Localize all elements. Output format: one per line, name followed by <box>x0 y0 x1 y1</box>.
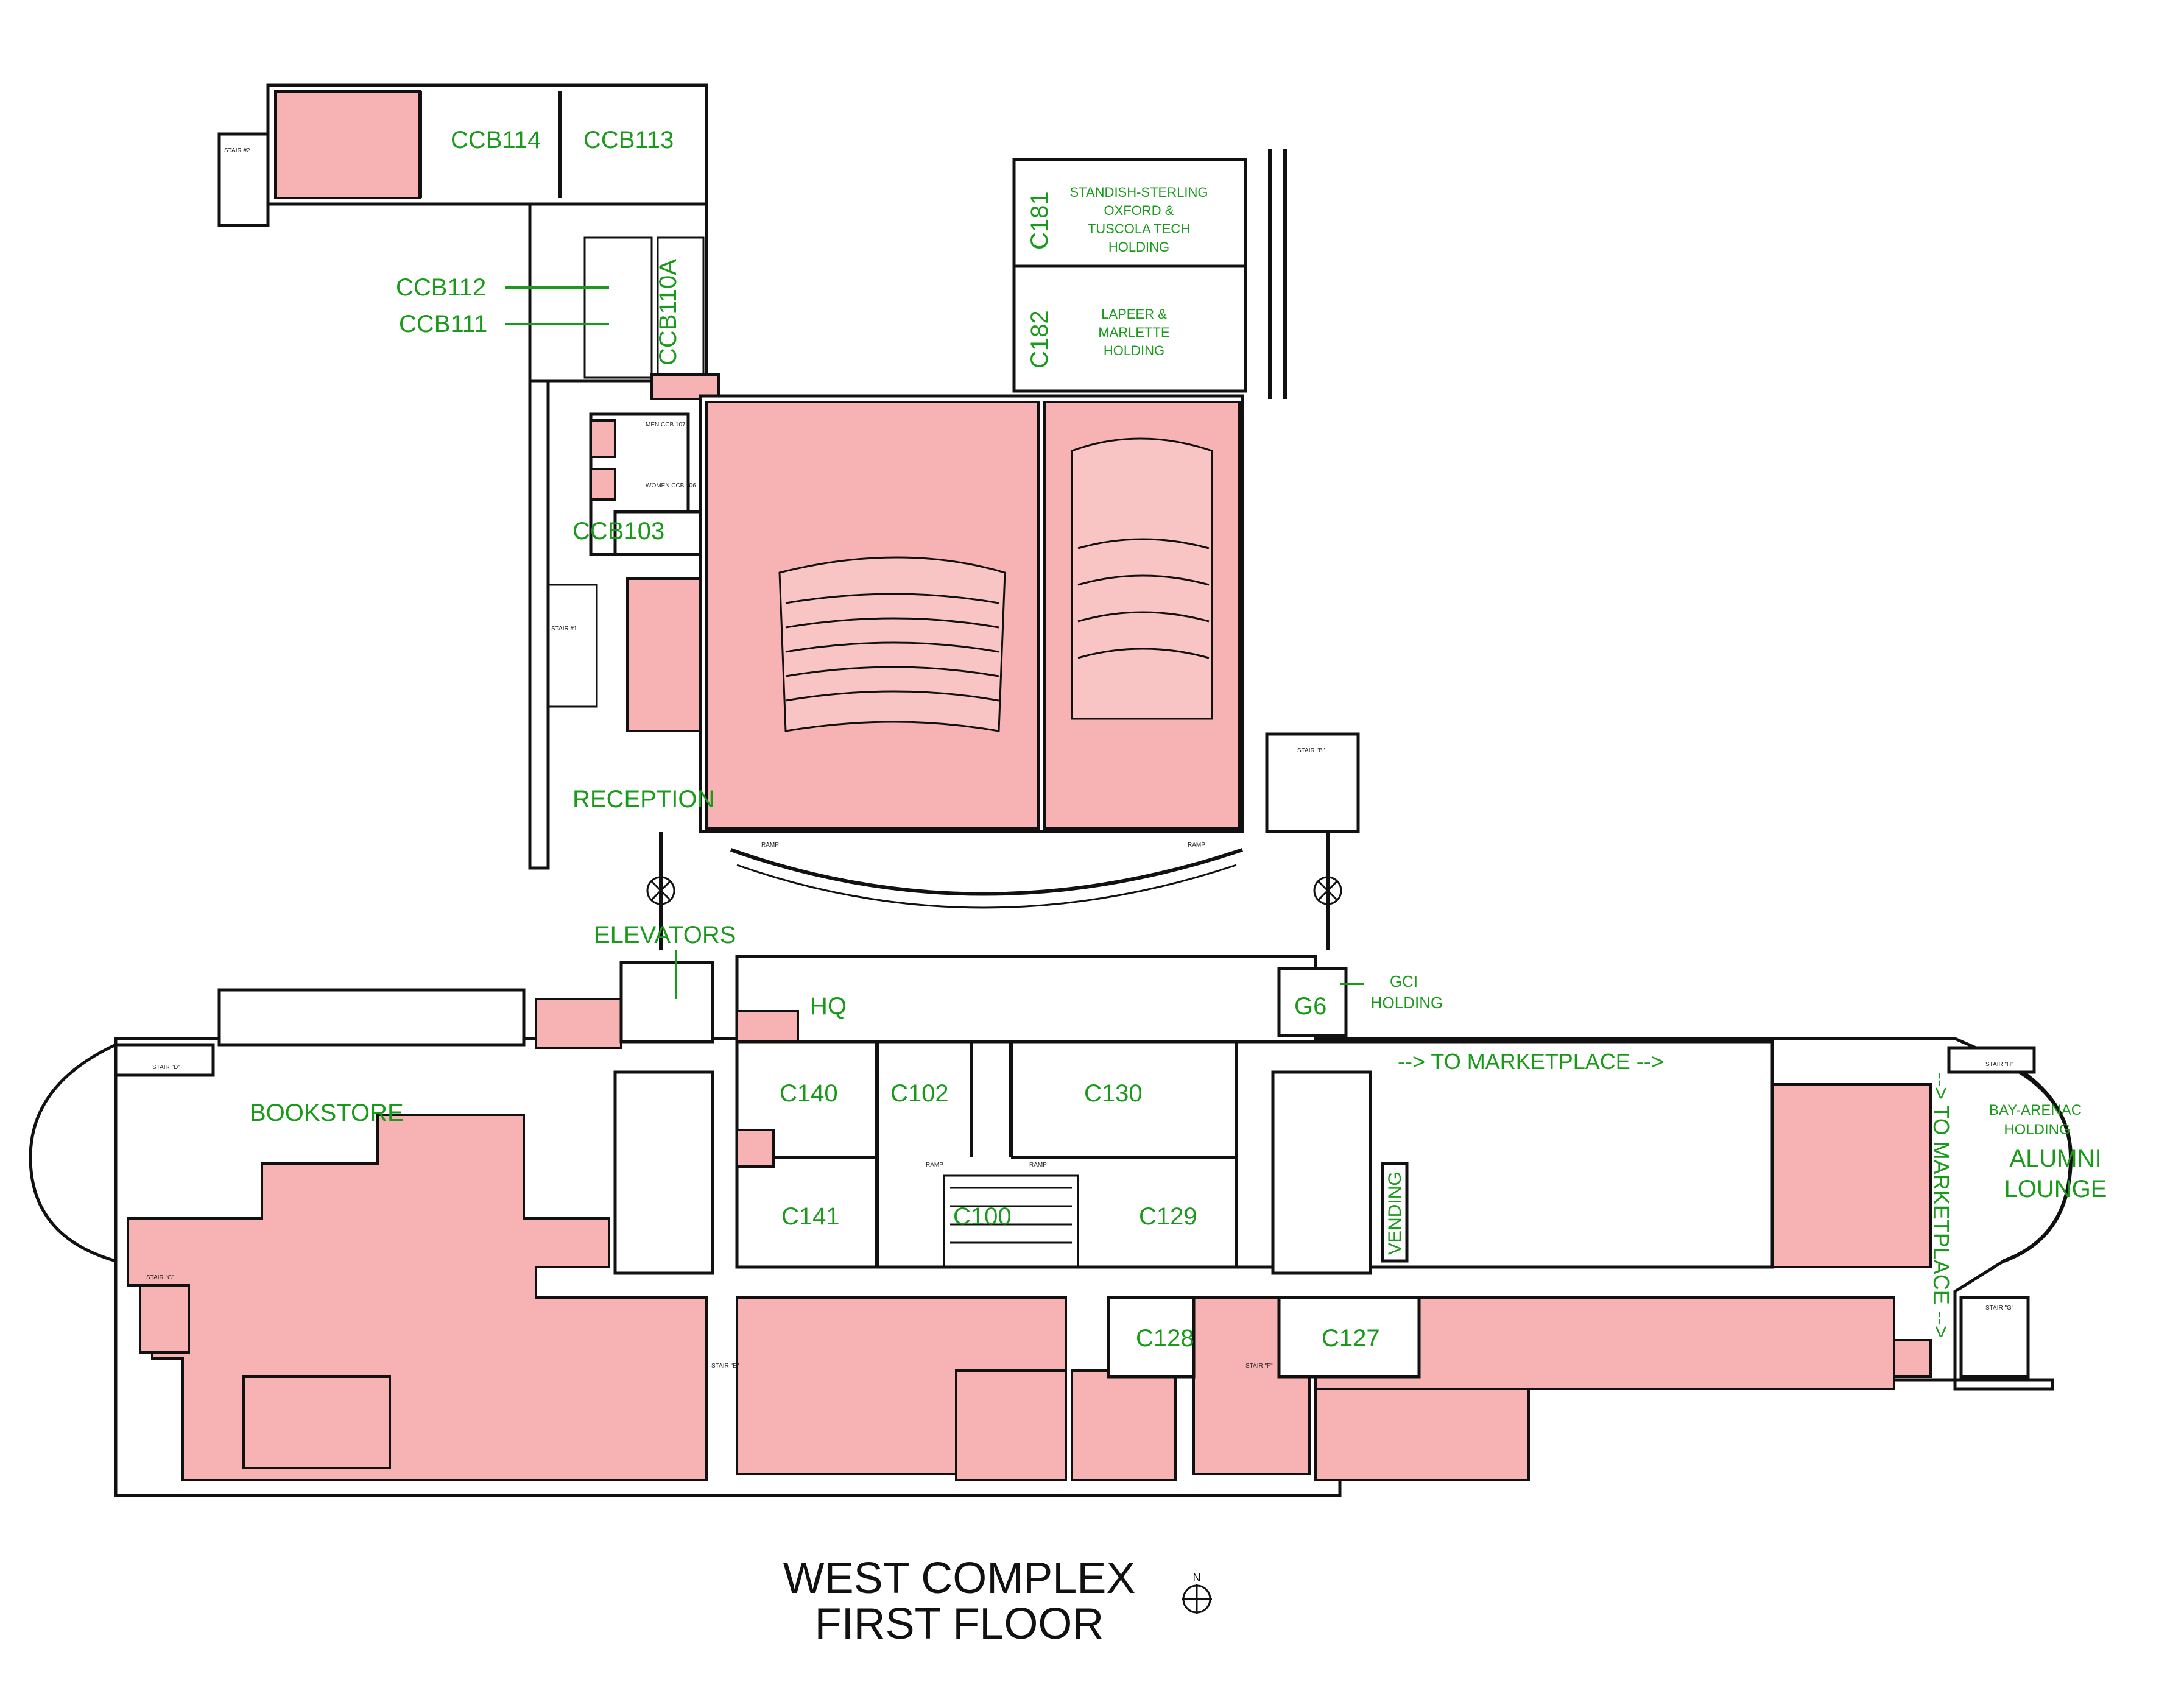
label-ccb113: CCB113 <box>583 127 674 154</box>
svg-text:STAIR "B": STAIR "B" <box>1297 747 1325 754</box>
label-c129: C129 <box>1139 1203 1197 1230</box>
label-bookstore: BOOKSTORE <box>250 1100 404 1126</box>
label-ccb112: CCB112 <box>396 274 486 301</box>
elevator-link-icon <box>1313 876 1342 905</box>
svg-text:RAMP: RAMP <box>1188 842 1205 849</box>
svg-text:MARLETTE: MARLETTE <box>1098 325 1169 340</box>
label-c100: C100 <box>953 1203 1012 1230</box>
room-labels: CCB114 CCB113 CCB112 CCB111 CCB110A CCB1… <box>146 127 2107 1369</box>
room-c182 <box>1012 264 1247 393</box>
svg-text:STAIR "F": STAIR "F" <box>1245 1363 1273 1369</box>
svg-text:HOLDING: HOLDING <box>1104 343 1164 358</box>
ccb-wing <box>217 83 732 870</box>
svg-text:STAIR #1: STAIR #1 <box>551 626 577 632</box>
label-c140: C140 <box>780 1080 838 1107</box>
stair-b <box>1265 732 1360 833</box>
svg-text:STAIR #2: STAIR #2 <box>224 147 250 154</box>
label-reception: RECEPTION <box>572 786 714 813</box>
elevator-link-icon <box>646 876 675 905</box>
room-c127 <box>1277 1296 1421 1379</box>
title-line-2: FIRST FLOOR <box>815 1600 1104 1648</box>
svg-text:STAIR "H": STAIR "H" <box>1985 1061 2013 1068</box>
restrooms-east <box>1271 1070 1372 1275</box>
label-lounge: LOUNGE <box>2004 1176 2107 1202</box>
svg-text:STAIR "G": STAIR "G" <box>1985 1305 2014 1312</box>
svg-text:STAIR "D": STAIR "D" <box>152 1064 180 1071</box>
label-hq: HQ <box>810 993 847 1020</box>
svg-text:WOMEN CCB 106: WOMEN CCB 106 <box>646 482 696 489</box>
hq-block <box>735 955 1317 1044</box>
label-c182: C182 <box>1026 310 1053 369</box>
room-c128 <box>1107 1296 1196 1379</box>
label-to-marketplace-vertical: --> TO MARKETPLACE --> <box>1929 1072 1954 1338</box>
label-c181: C181 <box>1026 191 1053 250</box>
svg-text:RAMP: RAMP <box>761 842 779 849</box>
label-ccb111: CCB111 <box>399 311 487 337</box>
svg-text:N: N <box>1193 1572 1201 1584</box>
svg-text:STANDISH-STERLING: STANDISH-STERLING <box>1070 185 1208 200</box>
svg-text:RAMP: RAMP <box>1029 1162 1047 1168</box>
svg-text:HOLDING: HOLDING <box>2004 1121 2070 1138</box>
label-alumni: ALUMNI <box>2009 1145 2101 1172</box>
svg-text:STAIR "C": STAIR "C" <box>146 1274 174 1281</box>
svg-text:LAPEER &: LAPEER & <box>1101 306 1167 322</box>
compass-north-icon: N <box>1182 1572 1212 1614</box>
svg-text:OXFORD &: OXFORD & <box>1104 203 1174 218</box>
svg-text:TUSCOLA TECH: TUSCOLA TECH <box>1088 221 1190 236</box>
svg-text:HOLDING: HOLDING <box>1371 994 1443 1012</box>
svg-text:RAMP: RAMP <box>926 1162 943 1168</box>
stair-d <box>114 1043 215 1077</box>
label-elevators: ELEVATORS <box>594 922 736 948</box>
stair-h <box>1947 1046 2036 1074</box>
restrooms-west <box>613 1070 714 1275</box>
elevator-bank <box>619 961 714 1044</box>
west-complex-main <box>29 955 2073 1497</box>
svg-text:HOLDING: HOLDING <box>1108 239 1169 255</box>
stair-g <box>1959 1296 2030 1379</box>
label-vending: VENDING <box>1385 1171 1405 1255</box>
label-ccb110a: CCB110A <box>655 259 682 365</box>
stair-1 <box>547 584 598 708</box>
label-c141: C141 <box>781 1203 840 1230</box>
label-c102: C102 <box>890 1080 949 1107</box>
room-c181 <box>1012 158 1247 268</box>
label-g6: G6 <box>1294 993 1326 1020</box>
label-to-marketplace: --> TO MARKETPLACE --> <box>1398 1049 1664 1074</box>
label-ccb103: CCB103 <box>572 518 664 545</box>
title-block: WEST COMPLEX FIRST FLOOR N <box>783 1554 1212 1648</box>
label-c128: C128 <box>1136 1325 1194 1352</box>
svg-text:MEN CCB 107: MEN CCB 107 <box>646 422 686 428</box>
svg-text:BAY-ARENAC: BAY-ARENAC <box>1989 1102 2082 1118</box>
label-ccb114: CCB114 <box>451 127 541 154</box>
label-c127: C127 <box>1322 1325 1380 1352</box>
west-wing-offices <box>127 1114 708 1481</box>
vending-area <box>1381 1162 1409 1263</box>
holding-rooms <box>1012 149 1287 399</box>
bookstore-round-end <box>29 1042 118 1263</box>
room-g6 <box>1277 967 1348 1037</box>
room-ccb-pink <box>274 90 421 199</box>
title-line-1: WEST COMPLEX <box>783 1554 1136 1603</box>
label-c130: C130 <box>1084 1080 1143 1107</box>
theatre-block <box>699 394 1360 909</box>
stair-c <box>139 1284 190 1354</box>
svg-text:GCI: GCI <box>1390 972 1418 991</box>
stair-2 <box>217 132 270 227</box>
corridor-links <box>646 832 1342 950</box>
svg-text:STAIR "E": STAIR "E" <box>711 1363 739 1369</box>
